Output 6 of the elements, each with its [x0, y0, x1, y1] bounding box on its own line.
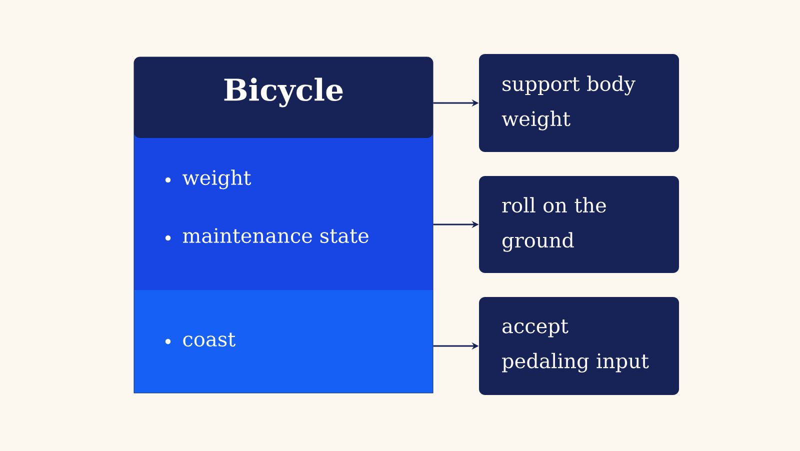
list-item: coast [165, 332, 236, 347]
list-item: weight [165, 170, 252, 190]
list-item: maintenance state [165, 228, 368, 244]
process-box: roll on the ground [479, 176, 679, 273]
process-box: support body weight [479, 54, 679, 152]
process-box: accept pedaling input [479, 297, 679, 395]
